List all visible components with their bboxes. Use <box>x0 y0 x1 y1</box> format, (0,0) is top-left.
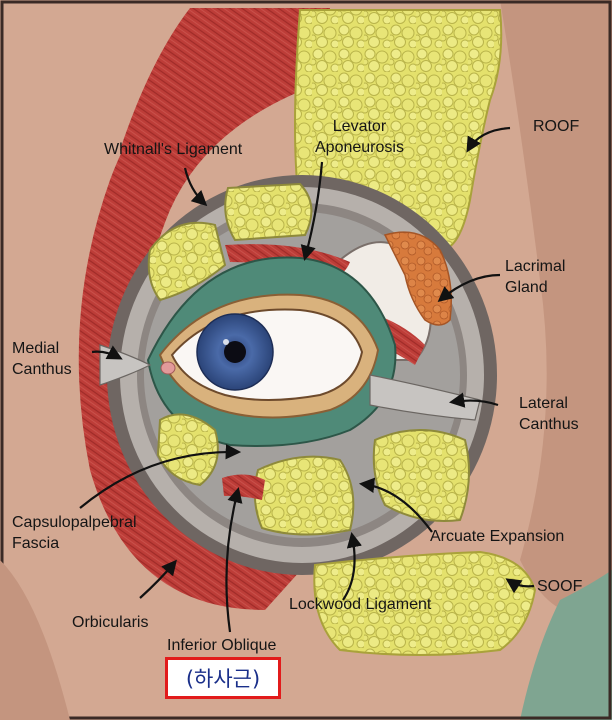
arrow-capsulopalpebral <box>79 444 242 509</box>
label-medial-canthus: Medial Canthus <box>12 338 72 380</box>
lower-left-skin-shade <box>0 560 70 720</box>
korean-annotation-text: (하사근) <box>185 667 261 691</box>
label-roof-text: ROOF <box>533 118 580 135</box>
upper-orbicularis-band <box>120 8 330 200</box>
arrow-lockwood <box>342 531 362 601</box>
label-lacrimal-gland: Lacrimal Gland <box>505 256 565 298</box>
arrow-inferior-oblique <box>225 487 243 633</box>
arrow-lacrimal <box>437 273 501 302</box>
pupil <box>224 341 246 363</box>
label-orbicularis: Orbicularis <box>72 612 148 633</box>
central-lower-fat <box>253 455 355 536</box>
label-levator-aponeurosis: Levator Aponeurosis <box>315 116 404 158</box>
label-lateral-canthus: Lateral Canthus <box>519 393 579 435</box>
label-inferior-oblique: Inferior Oblique <box>167 635 276 656</box>
arrow-lateral-canthus <box>448 392 499 408</box>
label-lateral-line1: Lateral <box>519 395 568 412</box>
lacrimal-gland <box>383 231 452 326</box>
label-medial-line1: Medial <box>12 340 60 357</box>
medial-upper-fat <box>147 221 227 302</box>
label-arcuate-expansion: Arcuate Expansion <box>430 526 564 547</box>
lateral-canthal-tendon <box>369 374 481 421</box>
label-lacrimal-line2: Gland <box>505 279 548 296</box>
lateral-skin-shade <box>500 0 612 614</box>
leader-arrows <box>79 126 535 633</box>
arrow-whitnalls <box>183 167 208 207</box>
pupil-highlight <box>223 339 229 345</box>
upper-central-fat <box>224 182 313 242</box>
label-medial-line2: Canthus <box>12 361 72 378</box>
label-orbicularis-text: Orbicularis <box>72 614 149 631</box>
arrow-levator <box>300 161 324 261</box>
korean-annotation-box: (하사근) <box>165 657 281 699</box>
label-soof: SOOF <box>537 576 582 597</box>
caruncle <box>160 361 176 375</box>
arrow-orbicularis <box>139 559 177 599</box>
label-capsulopalpebral-fascia: Capsulopalpebral Fascia <box>12 512 137 554</box>
arrow-arcuate <box>358 477 433 533</box>
label-levator-line1: Levator <box>332 118 387 135</box>
label-soof-text: SOOF <box>537 578 583 595</box>
arrow-medial-canthus <box>91 345 123 360</box>
arrow-roof <box>466 126 511 153</box>
label-capsulo-line1: Capsulopalpebral <box>12 514 137 531</box>
label-capsulo-line2: Fascia <box>12 535 60 552</box>
label-whitnalls-text: Whitnall's Ligament <box>104 141 243 158</box>
label-lateral-line2: Canthus <box>519 416 579 433</box>
arrow-soof <box>505 578 535 594</box>
medial-lower-fat <box>156 413 219 487</box>
label-lacrimal-line1: Lacrimal <box>505 258 566 275</box>
label-lockwood-text: Lockwood Ligament <box>289 596 432 613</box>
label-whitnalls-ligament: Whitnall's Ligament <box>104 139 242 160</box>
lateral-lower-fat <box>372 429 470 522</box>
label-roof: ROOF <box>533 116 579 137</box>
label-arcuate-text: Arcuate Expansion <box>430 528 565 545</box>
label-inferior-oblique-text: Inferior Oblique <box>167 637 277 654</box>
label-levator-line2: Aponeurosis <box>315 139 404 156</box>
lower-right-background <box>520 570 612 720</box>
label-lockwood-ligament: Lockwood Ligament <box>289 594 431 615</box>
soof-fat <box>313 550 537 656</box>
